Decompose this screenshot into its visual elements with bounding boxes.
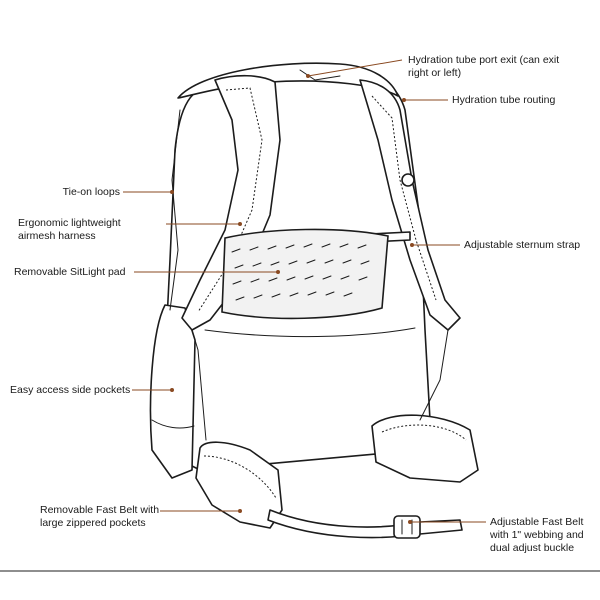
- leader-dot-hydration-routing: [402, 98, 406, 102]
- callout-hydration-routing: Hydration tube routing: [452, 94, 556, 106]
- callout-harness: Ergonomic lightweight airmesh harness: [18, 217, 121, 242]
- callout-fast-belt-buckle: Adjustable Fast Belt with 1" webbing and…: [490, 516, 584, 554]
- backpack-illustration: [149, 62, 479, 539]
- sitlight-pad: [221, 228, 389, 320]
- hip-belt-pocket-left: [195, 441, 283, 529]
- leader-dot-fast-belt-buckle: [408, 520, 412, 524]
- pad-texture: [231, 243, 370, 301]
- hip-belt-wing-right: [371, 414, 479, 483]
- leader-dot-tie-on-loops: [170, 190, 174, 194]
- belt-buckle: [393, 515, 421, 539]
- load-strap-right: [419, 329, 449, 421]
- side-compression: [169, 109, 181, 311]
- leader-dot-side-pockets: [170, 388, 174, 392]
- hip-belt-pocket-zipper: [203, 455, 277, 499]
- callout-sitlight-pad: Removable SitLight pad: [14, 266, 126, 278]
- callout-hydration-port: Hydration tube port exit (can exit right…: [408, 54, 560, 79]
- back-panel-seam: [204, 327, 416, 338]
- hip-belt-wing-right-stitch: [381, 424, 467, 441]
- leader-hydration-port: [307, 59, 403, 77]
- leader-dot-fast-belt-pockets: [238, 509, 242, 513]
- shoulder-strap-right: [359, 79, 461, 331]
- callout-side-pockets: Easy access side pockets: [10, 384, 131, 396]
- callout-sternum-strap: Adjustable sternum strap: [464, 239, 581, 251]
- leader-dot-sternum-strap: [410, 243, 414, 247]
- callout-fast-belt-pockets: Removable Fast Belt with large zippered …: [40, 504, 160, 529]
- side-pocket-left-hem: [151, 419, 195, 429]
- load-strap-left: [191, 329, 207, 441]
- leader-lines: [123, 59, 486, 524]
- leader-dot-harness: [238, 222, 242, 226]
- belt-webbing: [267, 509, 463, 539]
- leader-dot-sitlight-pad: [276, 270, 280, 274]
- shoulder-strap-right-stitch: [371, 95, 437, 301]
- leader-dot-hydration-port: [306, 74, 310, 78]
- callout-tie-on-loops: Tie-on loops: [62, 186, 120, 198]
- hydration-port: [401, 173, 415, 187]
- top-strap: [299, 69, 341, 81]
- shoulder-strap-left: [181, 74, 281, 331]
